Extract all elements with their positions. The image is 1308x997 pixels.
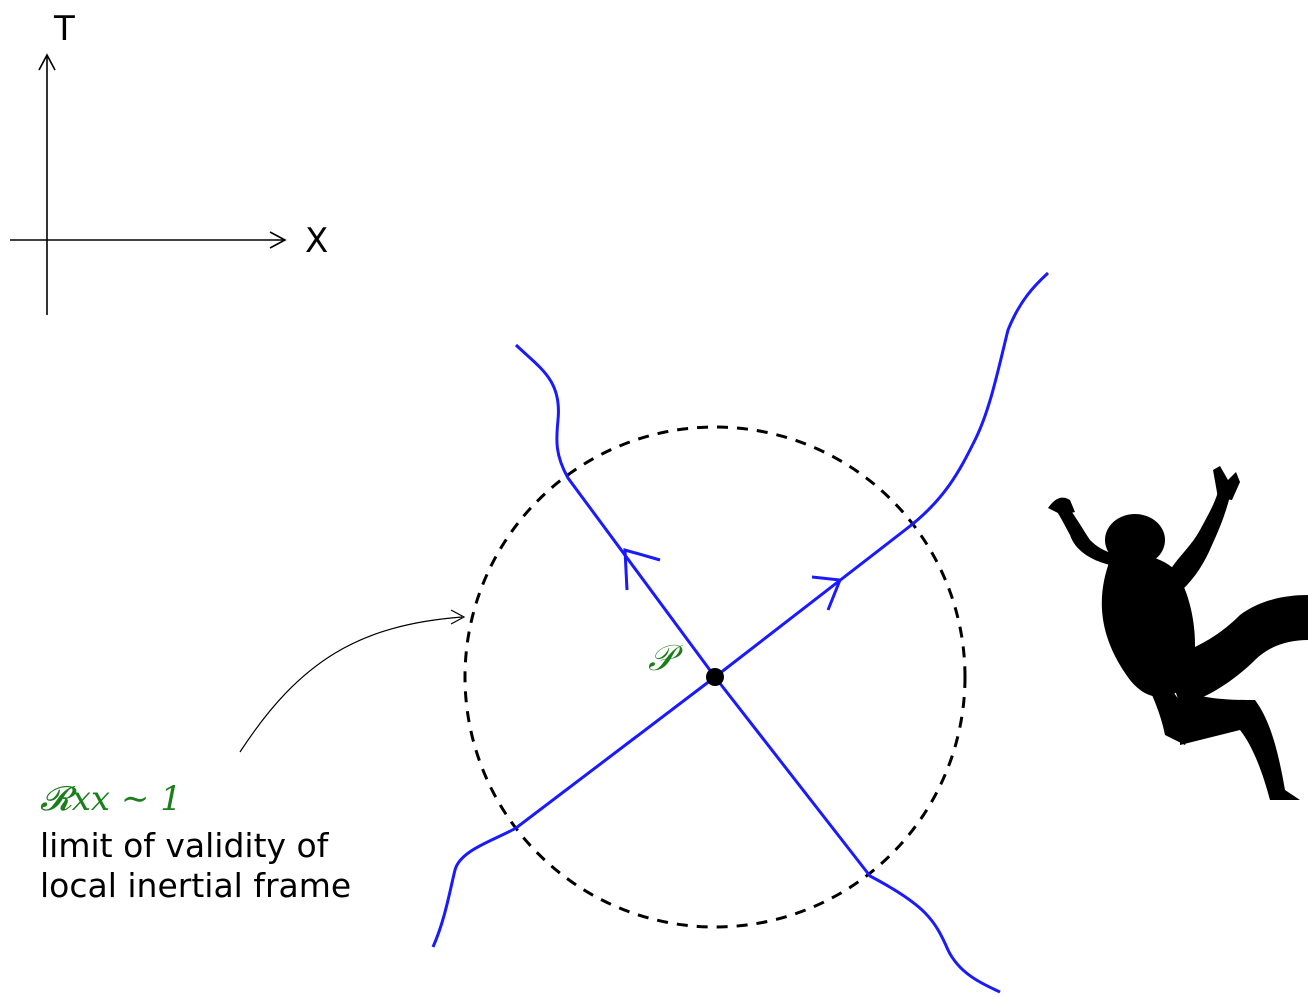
falling-person-silhouette-icon [1048,466,1308,800]
time-axis-label: T [53,9,75,49]
worldline-up-left [516,345,1000,992]
annotation-line-1: limit of validity of [40,826,330,865]
curvature-condition-label: 𝓡xx ∼ 1 [40,779,182,819]
event-point [706,668,724,686]
coordinate-axes [10,55,285,315]
space-axis-label: X [305,221,328,261]
worldline-up-left-arrowhead [625,550,660,590]
event-label: 𝒫 [648,638,684,679]
annotation-pointer-arrow [240,617,462,752]
annotation-line-2: local inertial frame [40,866,351,905]
